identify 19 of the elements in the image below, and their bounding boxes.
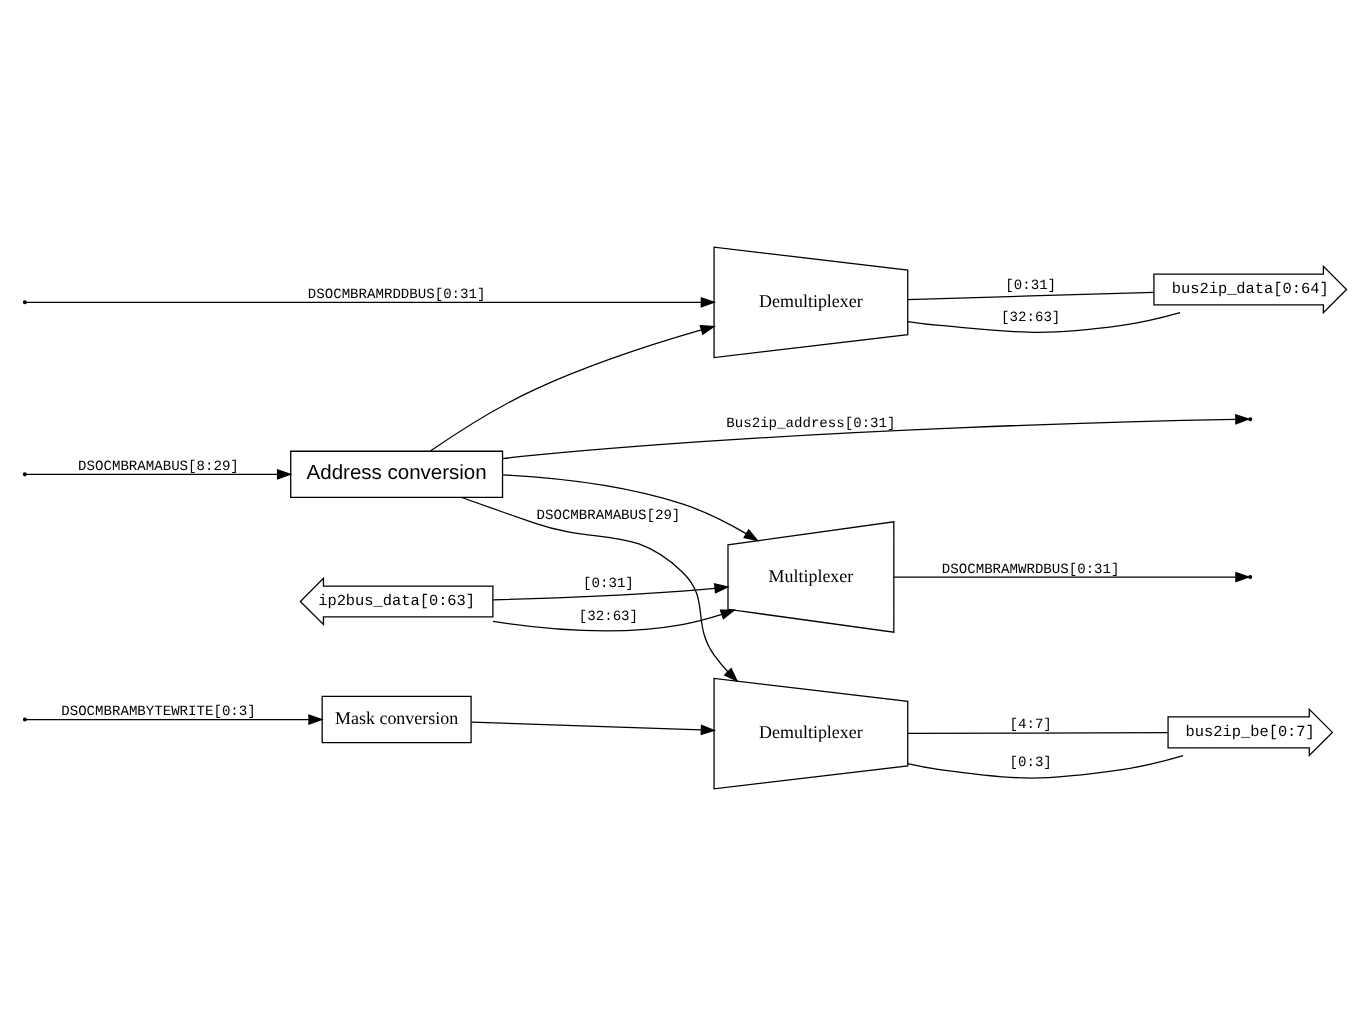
arrow bbox=[470, 721, 717, 736]
connector bbox=[906, 291, 1155, 301]
arrow bbox=[25, 296, 717, 308]
arrow bbox=[25, 714, 324, 725]
connector bbox=[906, 754, 1184, 779]
arrow bbox=[25, 468, 293, 480]
arrow bbox=[893, 571, 1251, 583]
arrow bbox=[502, 474, 760, 542]
node-box: Mask conversion bbox=[321, 695, 472, 744]
node-box: Demultiplexer bbox=[713, 246, 909, 359]
arrow bbox=[461, 496, 739, 683]
arrow bbox=[492, 583, 730, 601]
arrow bbox=[429, 324, 716, 452]
arrow bbox=[492, 609, 736, 632]
connector bbox=[906, 732, 1169, 734]
node-box: Address conversion bbox=[290, 450, 504, 499]
connector bbox=[906, 312, 1181, 333]
node-box: Demultiplexer bbox=[713, 677, 909, 790]
node-box: Multiplexer bbox=[727, 521, 895, 633]
